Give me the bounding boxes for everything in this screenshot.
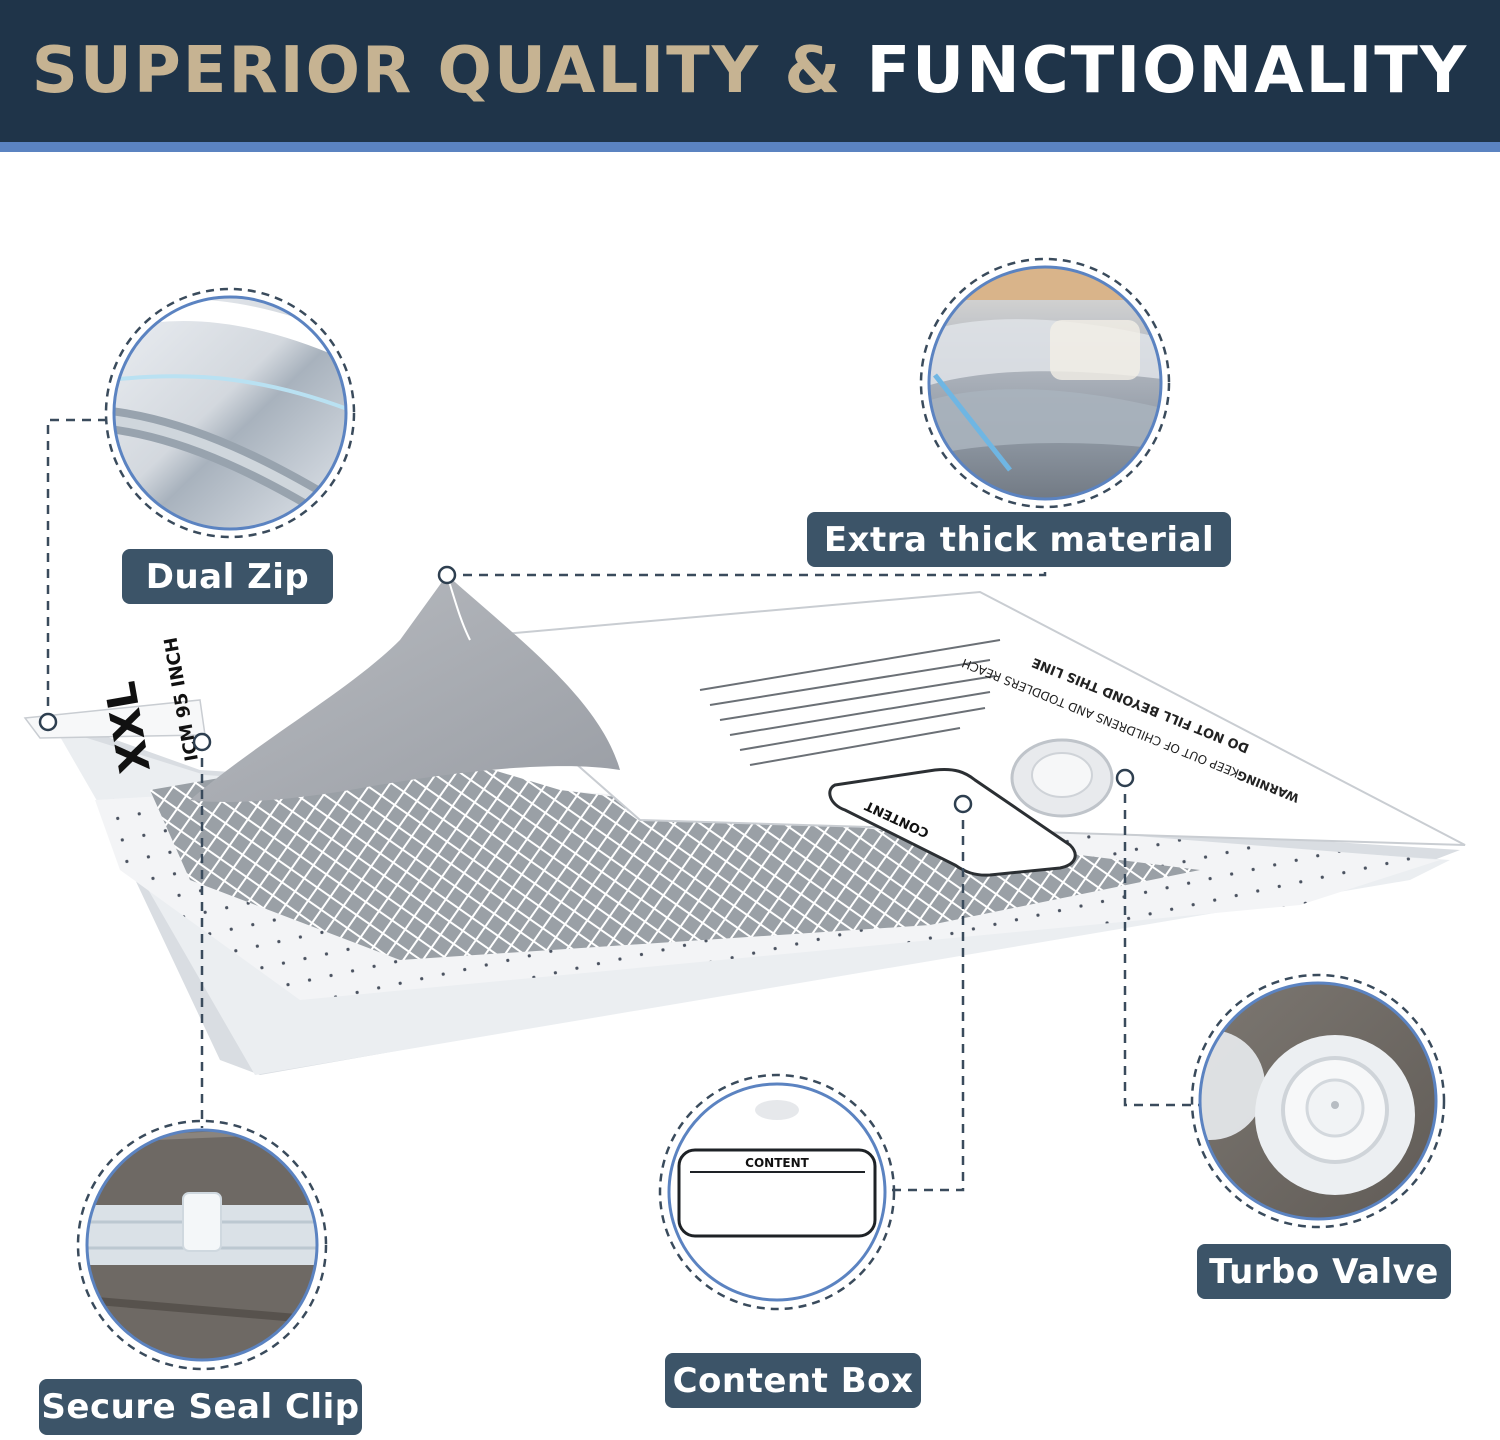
valve-photo-icon bbox=[1200, 983, 1436, 1219]
dot-secure-clip bbox=[192, 732, 212, 752]
bag-illustration: XXL ICM 95 INCH DO NOT FILL BEYOND THIS … bbox=[23, 574, 1466, 1075]
dot-content-box bbox=[953, 794, 973, 814]
content-box-detail-label: CONTENT bbox=[745, 1156, 809, 1170]
bag-valve bbox=[1010, 738, 1114, 818]
label-dual-zip: Dual Zip bbox=[122, 549, 333, 604]
detail-secure-clip bbox=[76, 1119, 328, 1371]
title-part-white: FUNCTIONALITY bbox=[866, 34, 1469, 108]
bag-content-window: CONTENT bbox=[828, 768, 1077, 877]
dot-extra-thick bbox=[437, 565, 457, 585]
header-banner: SUPERIOR QUALITY & FUNCTIONALITY bbox=[0, 0, 1500, 152]
bag-print-lines bbox=[699, 639, 1001, 766]
detail-content-box: CONTENT bbox=[658, 1073, 896, 1311]
dot-turbo-valve bbox=[1115, 768, 1135, 788]
compressed-bags-photo-icon bbox=[929, 267, 1161, 499]
content-box-graphic-icon: CONTENT bbox=[669, 1084, 885, 1300]
connector-dots bbox=[38, 565, 1135, 814]
label-content-box: Content Box bbox=[665, 1353, 921, 1408]
dot-dual-zip bbox=[38, 712, 58, 732]
detail-dual-zip bbox=[104, 287, 356, 539]
detail-turbo-valve bbox=[1190, 973, 1446, 1229]
connector-lines bbox=[46, 418, 1200, 1192]
title-part-gold: SUPERIOR QUALITY & bbox=[31, 34, 843, 108]
label-secure-seal-clip: Secure Seal Clip bbox=[39, 1379, 362, 1435]
clip-photo-icon bbox=[87, 1130, 317, 1360]
label-extra-thick: Extra thick material bbox=[807, 512, 1231, 567]
page-title: SUPERIOR QUALITY & FUNCTIONALITY bbox=[32, 34, 1468, 108]
label-turbo-valve: Turbo Valve bbox=[1197, 1244, 1451, 1299]
detail-extra-thick bbox=[919, 257, 1171, 509]
